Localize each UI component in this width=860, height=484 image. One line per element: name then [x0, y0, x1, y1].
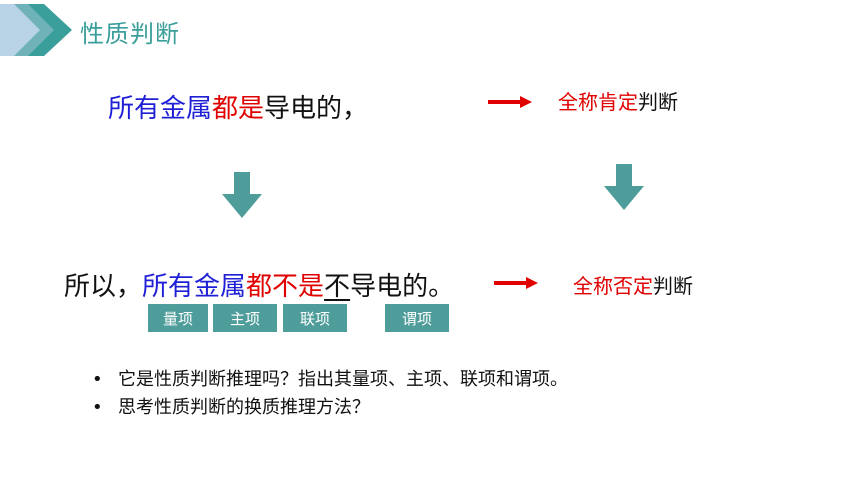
red-arrow-right-icon [494, 277, 538, 289]
judgment-type-1: 全称肯定判断 [558, 86, 678, 115]
negation-text: 不 [324, 272, 351, 302]
judgment-type-black-text: 判断 [653, 274, 693, 298]
judgment-type-black-text: 判断 [638, 90, 678, 114]
judgment-type-red-text: 全称否定 [573, 274, 653, 298]
red-arrow-right-icon [488, 96, 532, 108]
teal-arrow-down-icon [604, 164, 644, 210]
subject-tag: 主项 [213, 304, 277, 332]
copula-text: 都是 [212, 94, 265, 124]
conclusion-prefix: 所以， [64, 272, 143, 302]
copula-tag: 联项 [283, 304, 347, 332]
predicate-text: 导电的。 [350, 272, 455, 302]
play-chevron-icon [0, 4, 72, 56]
copula-text: 都不是 [246, 272, 325, 302]
list-item: • 思考性质判断的换质推理方法？ [92, 394, 568, 422]
bullet-marker: • [92, 397, 103, 418]
list-item: • 它是性质判断推理吗？指出其量项、主项、联项和谓项。 [92, 366, 568, 394]
subject-text: 所有金属 [142, 272, 247, 302]
subject-text: 所有金属 [108, 94, 213, 124]
judgment-type-2: 全称否定判断 [573, 270, 693, 299]
predicate-tag: 谓项 [385, 304, 449, 332]
bullet-list: • 它是性质判断推理吗？指出其量项、主项、联项和谓项。 • 思考性质判断的换质推… [92, 366, 568, 422]
bullet-text: 它是性质判断推理吗？指出其量项、主项、联项和谓项。 [118, 369, 568, 390]
bullet-text: 思考性质判断的换质推理方法？ [118, 397, 370, 418]
predicate-text: 导电的， [264, 94, 369, 124]
quantifier-tag: 量项 [148, 304, 208, 332]
teal-arrow-down-icon [222, 172, 262, 218]
judgment-type-red-text: 全称肯定 [558, 90, 638, 114]
premise-sentence: 所有金属都是导电的， [108, 88, 368, 125]
page-title: 性质判断 [80, 20, 180, 48]
conclusion-sentence: 所以，所有金属都不是不导电的。 [64, 266, 454, 303]
bullet-marker: • [92, 369, 103, 390]
